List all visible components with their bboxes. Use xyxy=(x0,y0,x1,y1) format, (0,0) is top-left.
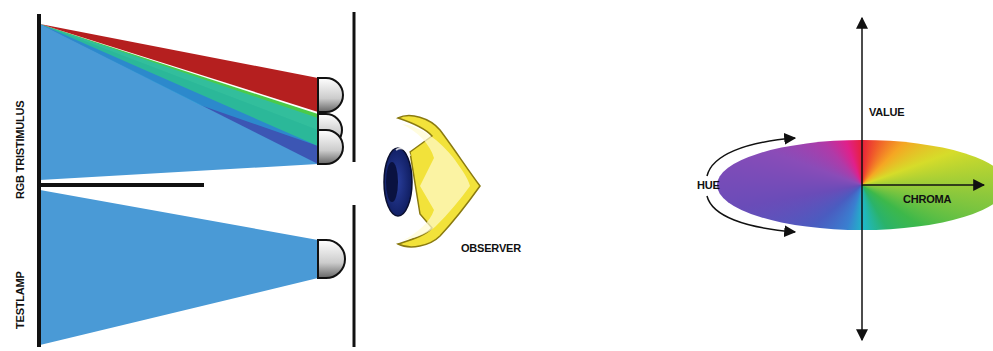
blue-beam-core xyxy=(40,24,318,164)
panel-label: RGB TRISTIMULUS xyxy=(15,101,26,199)
observer-eye xyxy=(384,116,480,247)
divider xyxy=(39,183,204,187)
screen-top xyxy=(353,12,356,162)
back-wall xyxy=(37,14,41,347)
screen-bottom xyxy=(353,205,356,347)
panel-label: TESTLAMP xyxy=(15,271,26,329)
red-beam xyxy=(40,24,318,112)
axis-label: HUE xyxy=(697,180,720,191)
chroma-axis xyxy=(862,184,984,186)
test-beam xyxy=(40,190,318,345)
cyan-overlap xyxy=(40,24,318,146)
axis-label: VALUE xyxy=(869,107,904,118)
axis-label: CHROMA xyxy=(903,194,951,205)
red-lamp xyxy=(318,78,343,112)
hue-arrow-bottom xyxy=(707,196,795,232)
green-beam xyxy=(40,24,318,146)
value-axis xyxy=(861,18,863,340)
blue-beam xyxy=(40,24,318,180)
observer-label: OBSERVER xyxy=(461,243,521,254)
test-lamp xyxy=(318,240,345,278)
blue-lamp xyxy=(318,130,343,164)
hue-arrow-top xyxy=(707,138,795,176)
